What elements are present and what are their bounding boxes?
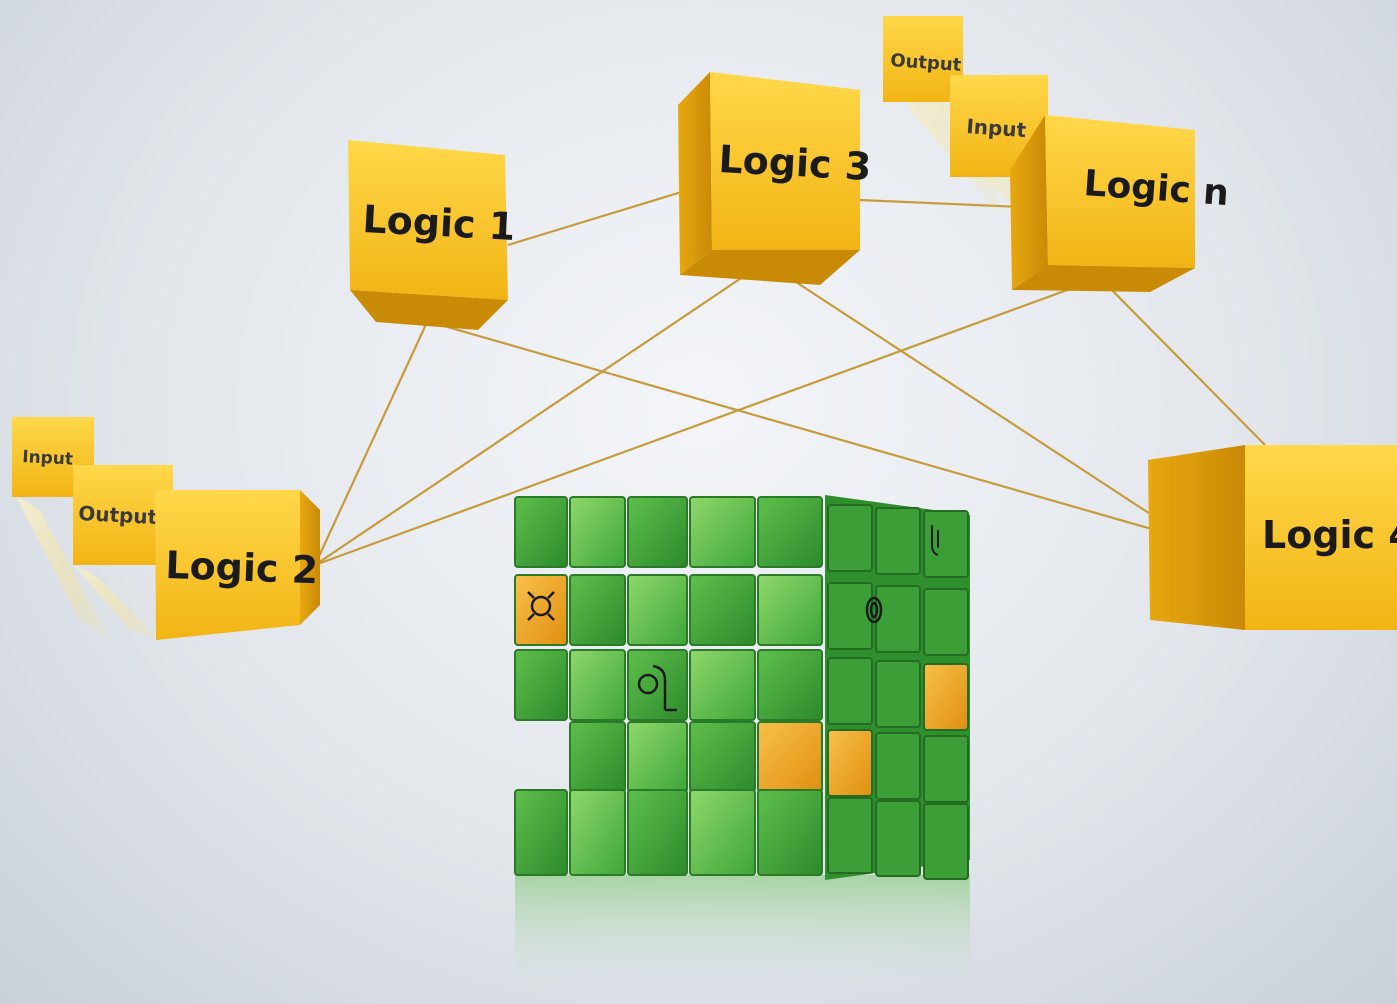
- cube-tile: [689, 496, 756, 568]
- link-logic1-logic4: [429, 320, 1191, 542]
- logic-2-input-label: Input: [22, 447, 74, 470]
- cube-side-tile: [827, 504, 873, 572]
- logic-3-block: Logic 3: [678, 72, 872, 285]
- cube-tile: [569, 574, 626, 646]
- cube-tile-highlight: [514, 574, 568, 646]
- cube-tile: [569, 649, 626, 721]
- cube-side-tile: [827, 582, 873, 650]
- logic-n-io-tags: Output Input: [883, 16, 1048, 230]
- cube-tile: [757, 496, 823, 568]
- link-logic1-logic3: [507, 188, 689, 247]
- logic-n-input-label: Input: [966, 114, 1028, 142]
- cube-side-tile: [875, 732, 921, 800]
- connection-lines: [314, 188, 1266, 567]
- logic-n-block: Logic n: [1010, 115, 1230, 292]
- logic-n-output-label: Output: [890, 50, 963, 76]
- cube-tile: [627, 789, 688, 876]
- cube-tile: [689, 789, 756, 876]
- logic-1-block: Logic 1: [348, 140, 516, 330]
- cube-tile: [514, 789, 568, 876]
- cube-side-tile: [923, 588, 969, 656]
- cube-side-tile: [923, 510, 969, 578]
- cube-tile: [627, 721, 688, 793]
- circle-icon: [865, 596, 883, 624]
- cube-reflection: [515, 875, 970, 1000]
- cube-tile: [569, 789, 626, 876]
- green-module-cube: [514, 495, 970, 1000]
- cube-side-tile: [827, 797, 873, 874]
- logic-2-label: Logic 2: [165, 543, 319, 592]
- cube-side-tile: [875, 507, 921, 575]
- cube-side-tile: [827, 657, 873, 725]
- cube-tile: [689, 649, 756, 721]
- logic-3-label: Logic 3: [718, 137, 873, 189]
- cube-side-tile: [875, 800, 921, 877]
- gear-hand-icon: [527, 591, 555, 621]
- link-logic1-logic2: [314, 319, 429, 566]
- cube-side-tile: [875, 660, 921, 728]
- cube-tile-highlight: [757, 721, 823, 793]
- cube-tile: [689, 721, 756, 793]
- cube-tile: [757, 649, 823, 721]
- cube-front-tiles: [514, 496, 969, 880]
- cube-tile: [569, 721, 626, 793]
- logic-n-label: Logic n: [1082, 163, 1230, 214]
- cube-tile: [569, 496, 626, 568]
- logic-2-io-tags: Input Output: [12, 417, 173, 640]
- logic-4-label: Logic 4: [1262, 513, 1397, 557]
- cube-side-tile: [923, 735, 969, 803]
- cube-side-tile: [923, 803, 969, 880]
- logic-1-label: Logic 1: [362, 197, 517, 249]
- cube-side-tile-highlight: [827, 729, 873, 797]
- cube-tile: [627, 574, 688, 646]
- cube-side-tile-highlight: [923, 663, 969, 731]
- hand-icon: [931, 525, 939, 556]
- link-logicn-logic2: [314, 276, 1101, 567]
- gear-head-icon: [637, 664, 677, 712]
- link-logicn-logic4: [1101, 279, 1266, 446]
- logic-2-block: Logic 2: [155, 490, 320, 640]
- cube-tile: [757, 789, 823, 876]
- cube-side-tile: [875, 585, 921, 653]
- logic-2-output-label: Output: [78, 501, 159, 529]
- cube-tile: [757, 574, 823, 646]
- link-logic3-logic4: [769, 264, 1191, 541]
- cube-tile: [514, 496, 568, 568]
- logic-4-block: Logic 4: [1148, 445, 1397, 630]
- link-logic3-logic2: [314, 261, 766, 566]
- cube-tile: [514, 649, 568, 721]
- cube-tile: [627, 496, 688, 568]
- cube-tile: [689, 574, 756, 646]
- logic-n-output-tag: [883, 16, 963, 102]
